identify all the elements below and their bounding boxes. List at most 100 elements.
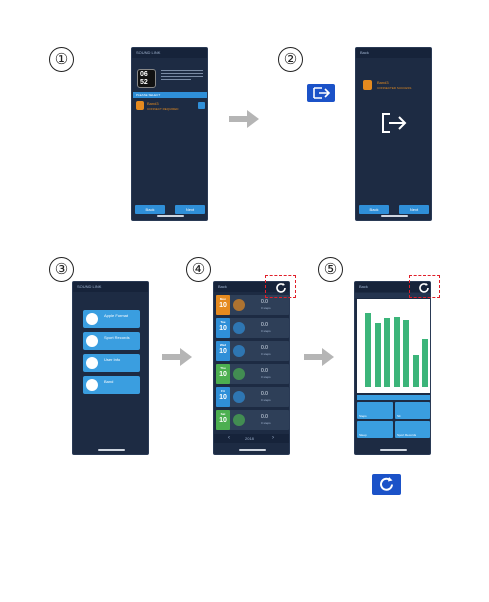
menu-item-band[interactable]: Band [83, 376, 140, 394]
arrow-right-icon [229, 110, 259, 128]
refresh-icon[interactable] [275, 282, 287, 294]
user-icon [86, 357, 98, 369]
device-status: CONNECT REQUIRED [147, 107, 179, 111]
back-button[interactable]: Back [359, 205, 389, 214]
phone-screen-connected: Back Band3 CONNECTED SUCCESS Back Next [355, 47, 432, 221]
step-5-label: ⑤ [318, 257, 343, 282]
device-row[interactable]: Band3 CONNECT REQUIRED [134, 100, 207, 114]
step-1-label: ① [49, 47, 74, 72]
card-subtext: 0 steps [261, 421, 271, 425]
step-2-label: ② [278, 47, 303, 72]
prev-page-button[interactable]: ‹ [228, 435, 230, 441]
band-icon [86, 379, 98, 391]
page-label: 2018 [245, 436, 254, 441]
menu-item-sport-records[interactable]: Sport Records [83, 332, 140, 350]
card-subtext: 0 steps [261, 329, 271, 333]
progress-strip [357, 395, 430, 400]
time-hours: 06 [140, 71, 148, 78]
day-label: Wed [219, 343, 227, 347]
status-bar: SOUND LINK [132, 48, 207, 58]
tile-label: Sport Records [397, 433, 417, 437]
day-label: Fri [221, 389, 225, 393]
tab-strip [355, 293, 430, 298]
chart-bar [393, 317, 400, 387]
bluetooth-icon [198, 102, 205, 109]
back-link[interactable]: Back [359, 284, 368, 289]
screen-title: SOUND LINK [136, 50, 161, 55]
sleep-tile[interactable]: Sleep [357, 421, 393, 438]
day-number: 10 [219, 394, 227, 401]
status-bar: SOUND LINK [73, 282, 148, 292]
back-link[interactable]: Back [218, 284, 227, 289]
card-value: 0.0 [261, 345, 268, 351]
home-indicator [157, 215, 184, 217]
menu-item-health[interactable]: Apple Format [83, 310, 140, 328]
chart-bar [412, 355, 419, 387]
card-value: 0.0 [261, 322, 268, 328]
steps-tile[interactable]: Steps [357, 402, 393, 419]
activity-icon [233, 391, 245, 403]
selected-row-label: PLEASE SELECT [136, 93, 161, 97]
menu-item-label: User Info [104, 357, 121, 362]
phone-screen-stats: Back Steps Sit Sleep Sport Records [354, 281, 431, 455]
day-number: 10 [219, 348, 227, 355]
sit-tile[interactable]: Sit [395, 402, 430, 419]
refresh-highlight-box [409, 275, 440, 298]
activity-icon [233, 299, 245, 311]
watch-description [161, 70, 203, 85]
steps-chart [357, 299, 430, 393]
chart-bar [374, 323, 381, 387]
card-subtext: 0 steps [261, 352, 271, 356]
next-page-button[interactable]: › [272, 435, 274, 441]
refresh-icon [372, 474, 401, 495]
back-button[interactable]: Back [135, 205, 165, 214]
menu-item-label: Apple Format [104, 313, 129, 318]
activity-icon [233, 414, 245, 426]
menu-item-user-info[interactable]: User Info [83, 354, 140, 372]
card-value: 0.0 [261, 414, 268, 420]
pager-bar: ‹ 2018 › [214, 434, 289, 443]
selected-row[interactable]: PLEASE SELECT [133, 92, 207, 98]
status-bar: Back [214, 282, 289, 292]
device-name: Band3 [377, 80, 389, 85]
back-link[interactable]: Back [360, 50, 369, 55]
step-3-label: ③ [49, 257, 74, 282]
next-button[interactable]: Next [175, 205, 205, 214]
sport-records-tile[interactable]: Sport Records [395, 421, 430, 438]
disconnect-icon[interactable] [380, 111, 410, 135]
sport-icon [86, 335, 98, 347]
card-subtext: 0 steps [261, 375, 271, 379]
menu-item-label: Band [104, 379, 114, 384]
day-number: 10 [219, 325, 227, 332]
day-number: 10 [219, 371, 227, 378]
watch-icon [136, 101, 144, 110]
activity-icon [233, 368, 245, 380]
status-bar: Back [356, 48, 431, 58]
activity-icon [233, 345, 245, 357]
health-icon [86, 313, 98, 325]
card-subtext: 0 steps [261, 306, 271, 310]
card-value: 0.0 [261, 368, 268, 374]
tile-label: Steps [359, 414, 367, 418]
screen-title: SOUND LINK [77, 284, 102, 289]
refresh-icon[interactable] [418, 282, 430, 294]
time-minutes: 52 [140, 79, 148, 86]
chart-bar [384, 318, 390, 387]
connect-icon [307, 84, 335, 102]
arrow-right-icon [162, 348, 192, 366]
phone-screen-device-select: SOUND LINK 06 52 PLEASE SELECT Band3 CON… [131, 47, 208, 221]
chart-bar [365, 313, 371, 387]
next-button[interactable]: Next [399, 205, 429, 214]
